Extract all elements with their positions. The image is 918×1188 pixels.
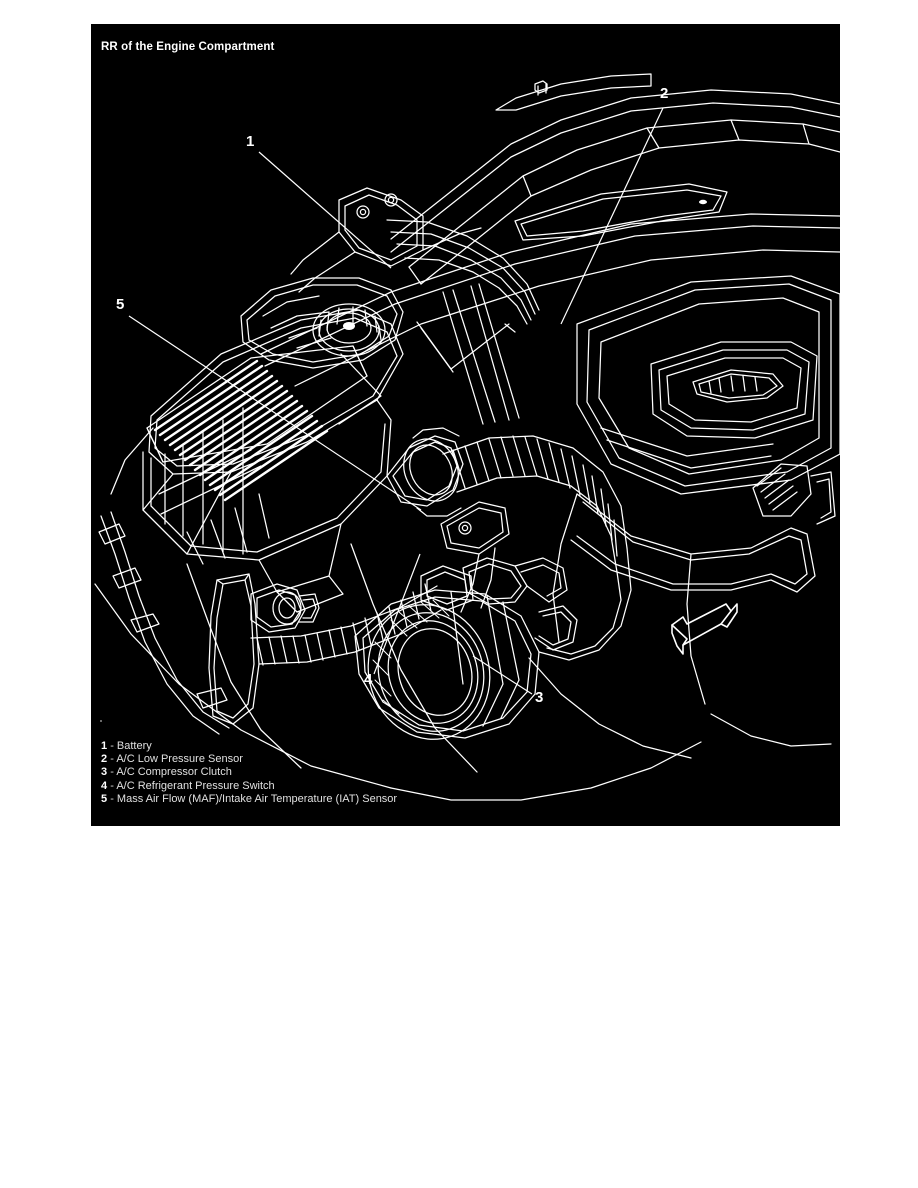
callout-number-2: 2 (660, 85, 669, 102)
legend-item-number: 5 (101, 792, 108, 805)
legend-separator: - (110, 766, 114, 779)
figure-title: RR of the Engine Compartment (101, 41, 275, 53)
legend-item-text: A/C Low Pressure Sensor (116, 753, 243, 766)
callout-number-1: 1 (246, 133, 255, 150)
callout-number-5: 5 (116, 296, 125, 313)
legend-item-text: Battery (116, 740, 152, 752)
legend-item-number: 3 (101, 766, 108, 779)
legend-item-number: 4 (101, 779, 108, 792)
figure-legend: 1 - Battery 2 - A/C Low Pressure Sensor … (101, 740, 701, 806)
legend-item-text: Mass Air Flow (MAF)/Intake Air Temperatu… (116, 792, 398, 805)
legend-separator: - (110, 792, 114, 805)
legend-item-number: 1 (101, 740, 108, 752)
legend-separator: - (110, 779, 114, 792)
legend-item-number: 2 (101, 753, 108, 766)
legend-item: 2 - A/C Low Pressure Sensor (101, 753, 701, 766)
figure-panel: RR of the Engine Compartment (91, 24, 840, 826)
legend-separator: - (110, 753, 114, 766)
callout-number-4: 4 (364, 671, 373, 688)
legend-item: 4 - A/C Refrigerant Pressure Switch (101, 780, 701, 793)
callout-number-3: 3 (535, 689, 544, 706)
engine-compartment-illustration (94, 73, 840, 801)
image-artifact-speck (100, 720, 102, 722)
legend-item-text: A/C Compressor Clutch (116, 766, 232, 779)
legend-separator: - (110, 740, 114, 752)
legend-item: 5 - Mass Air Flow (MAF)/Intake Air Tempe… (101, 793, 701, 806)
legend-item: 3 - A/C Compressor Clutch (101, 766, 701, 779)
legend-item: 1 - Battery (101, 740, 701, 753)
legend-item-text: A/C Refrigerant Pressure Switch (116, 779, 275, 792)
